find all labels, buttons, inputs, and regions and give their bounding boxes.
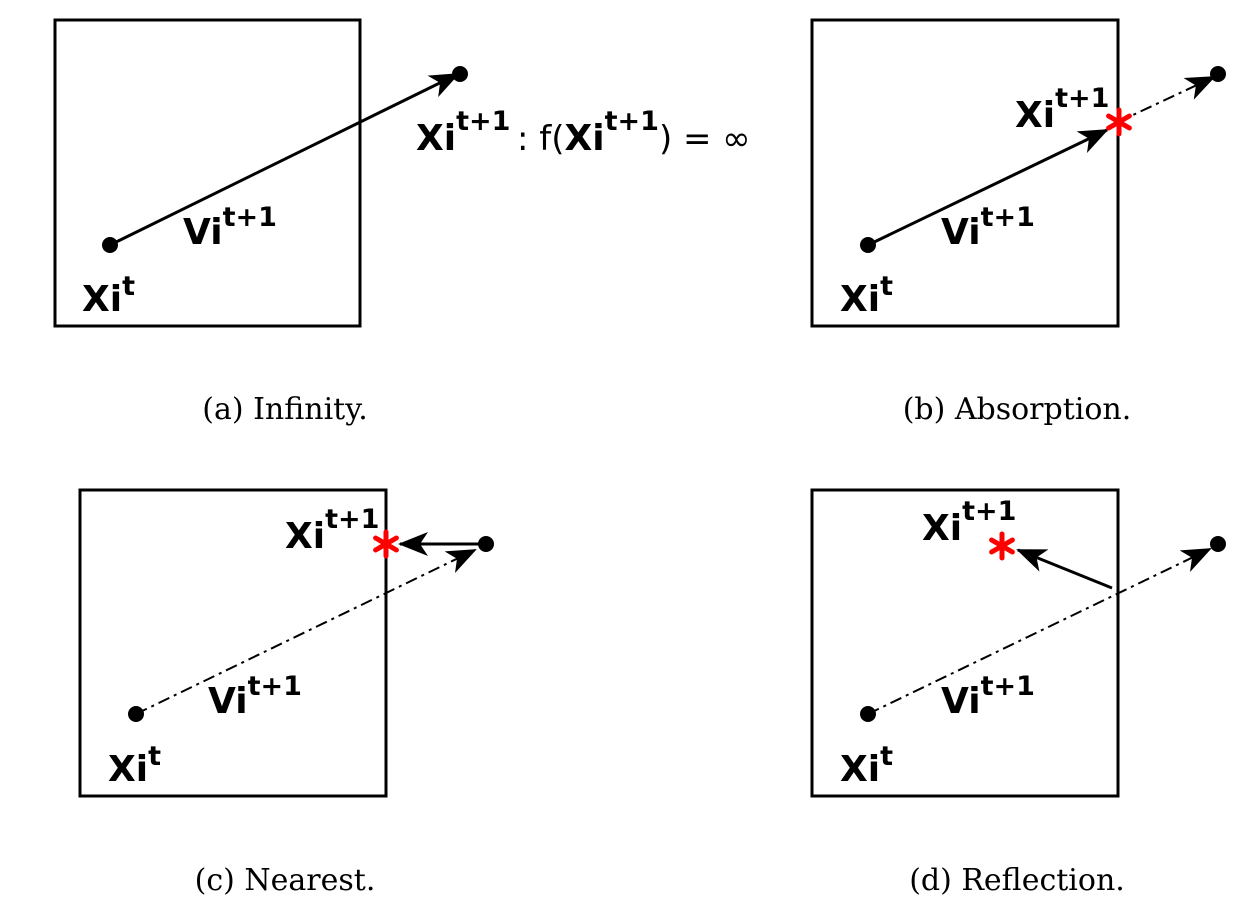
caption-b: (b) Absorption. — [903, 392, 1132, 427]
xi-t-label: Xit — [840, 271, 893, 320]
outside-position-dot — [478, 536, 494, 552]
trajectory-dashed — [867, 548, 1212, 715]
trajectory-dashed — [135, 549, 477, 715]
vi-label: Vit+1 — [941, 202, 1035, 253]
xi-next-label: Xit+1 — [1015, 83, 1109, 136]
current-position-dot — [128, 706, 144, 722]
panel-b-absorption: Xit Vit+1 Xit+1 (b) Absorption. — [810, 18, 1226, 427]
velocity-arrow — [867, 128, 1109, 247]
outside-position-dot — [1210, 536, 1226, 552]
caption-c: (c) Nearest. — [195, 863, 376, 898]
xi-t-label: Xit — [82, 271, 135, 320]
current-position-dot — [860, 237, 876, 253]
reflection-arrow — [1016, 548, 1113, 590]
infinity-formula: : f(Xit+1) = ∞ — [517, 106, 751, 159]
trajectory-dashed — [1117, 76, 1216, 123]
current-position-dot — [860, 706, 876, 722]
velocity-arrow — [109, 72, 460, 247]
xi-next-label: Xit+1 — [416, 106, 510, 159]
xi-next-label: Xit+1 — [285, 504, 379, 557]
reflected-position-marker — [989, 531, 1015, 561]
vi-label: Vit+1 — [183, 202, 277, 253]
panel-d-reflection: Xit Vit+1 Xit+1 (d) Reflection. — [810, 488, 1226, 898]
search-space-box — [810, 18, 1120, 328]
panel-a-infinity: Xit Vit+1 Xit+1 : f(Xit+1) = ∞ (a) Infin… — [53, 18, 751, 427]
current-position-dot — [102, 237, 118, 253]
absorbed-position-marker — [1106, 107, 1132, 137]
xi-t-label: Xit — [108, 741, 161, 790]
search-space-box — [810, 488, 1120, 798]
caption-a: (a) Infinity. — [202, 392, 367, 427]
outside-position-dot — [1210, 66, 1226, 82]
nearest-position-marker — [373, 529, 399, 559]
vi-label: Vit+1 — [208, 671, 302, 722]
vi-label: Vit+1 — [941, 671, 1035, 722]
panel-c-nearest: Xit Vit+1 Xit+1 (c) Nearest. — [78, 488, 494, 898]
caption-d: (d) Reflection. — [909, 863, 1125, 898]
xi-next-label: Xit+1 — [922, 496, 1016, 549]
next-position-dot — [452, 66, 468, 82]
search-space-box — [78, 488, 388, 798]
search-space-box — [53, 18, 362, 328]
xi-t-label: Xit — [840, 741, 893, 790]
